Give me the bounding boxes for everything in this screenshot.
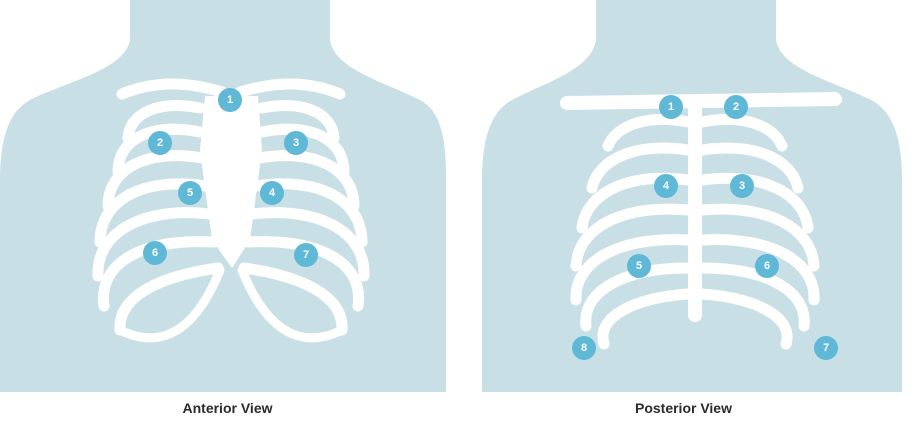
auscultation-marker-2[interactable]: 2	[724, 95, 748, 119]
svg-text:5: 5	[636, 260, 642, 272]
auscultation-marker-5[interactable]: 5	[627, 254, 651, 278]
auscultation-marker-6[interactable]: 6	[143, 241, 167, 265]
auscultation-marker-3[interactable]: 3	[730, 174, 754, 198]
svg-text:7: 7	[303, 249, 309, 261]
svg-text:3: 3	[293, 137, 299, 149]
auscultation-marker-6[interactable]: 6	[755, 254, 779, 278]
svg-text:2: 2	[733, 101, 739, 113]
anterior-torso-illustration: 1 2 3 5 4 6 7	[0, 0, 455, 425]
auscultation-marker-7[interactable]: 7	[814, 336, 838, 360]
auscultation-marker-2[interactable]: 2	[148, 131, 172, 155]
auscultation-marker-4[interactable]: 4	[654, 174, 678, 198]
svg-text:5: 5	[187, 187, 193, 199]
svg-text:2: 2	[157, 137, 163, 149]
svg-text:7: 7	[823, 342, 829, 354]
svg-text:1: 1	[668, 101, 674, 113]
auscultation-marker-8[interactable]: 8	[572, 336, 596, 360]
auscultation-marker-3[interactable]: 3	[284, 131, 308, 155]
svg-text:6: 6	[764, 260, 770, 272]
posterior-view-panel: 1 2 4 3 5 6 8	[456, 0, 911, 425]
auscultation-marker-7[interactable]: 7	[294, 243, 318, 267]
svg-text:1: 1	[227, 94, 233, 106]
posterior-view-caption: Posterior View	[456, 400, 911, 416]
auscultation-marker-4[interactable]: 4	[260, 181, 284, 205]
svg-text:6: 6	[152, 247, 158, 259]
svg-text:3: 3	[739, 180, 745, 192]
svg-text:8: 8	[581, 342, 587, 354]
svg-text:4: 4	[663, 180, 670, 192]
anterior-view-panel: 1 2 3 5 4 6 7	[0, 0, 455, 425]
auscultation-marker-1[interactable]: 1	[218, 88, 242, 112]
anterior-view-caption: Anterior View	[0, 400, 455, 416]
svg-text:4: 4	[269, 187, 276, 199]
auscultation-marker-1[interactable]: 1	[659, 95, 683, 119]
auscultation-marker-5[interactable]: 5	[178, 181, 202, 205]
posterior-torso-illustration: 1 2 4 3 5 6 8	[456, 0, 911, 425]
